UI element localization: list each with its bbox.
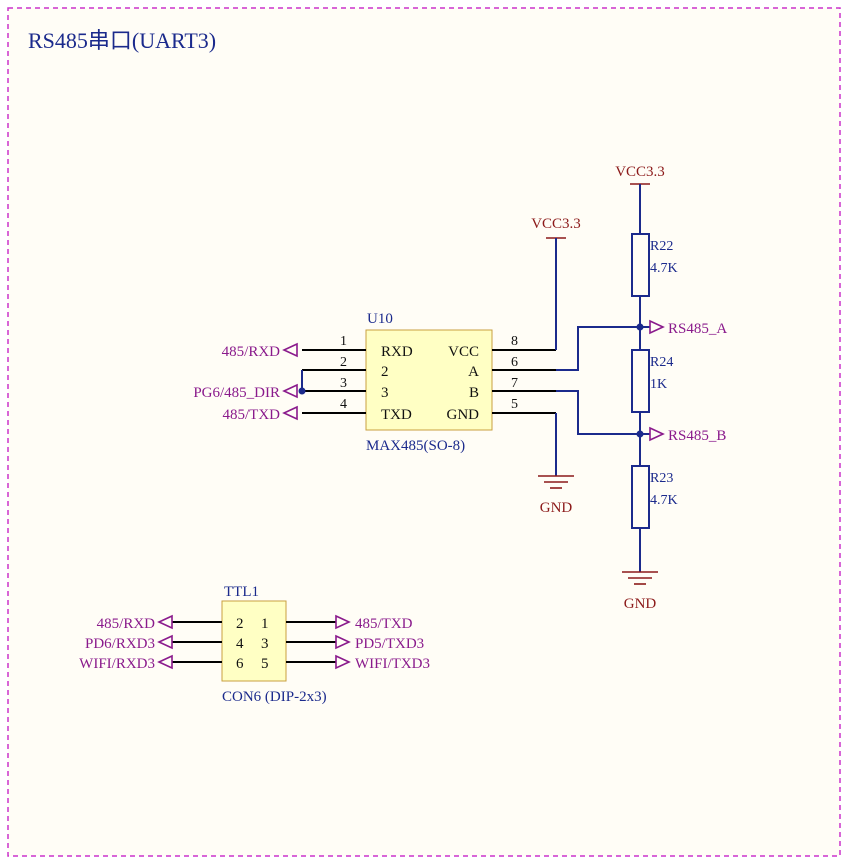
gnd-u10-symbol: GND <box>538 413 574 516</box>
junction-dot <box>298 387 306 395</box>
port-arrow <box>157 614 173 630</box>
u10-pin-name: GND <box>447 407 480 423</box>
ttl1-ref: TTL1 <box>224 584 259 600</box>
net-label: WIFI/RXD3 <box>79 656 155 672</box>
port-arrow <box>649 319 665 335</box>
u10-pin-name: VCC <box>448 344 479 360</box>
r22-ref: R22 <box>650 239 673 254</box>
r22-value: 4.7K <box>650 261 678 276</box>
ttl1-pin-num: 5 <box>261 656 269 672</box>
u10-pin-num: 1 <box>340 334 347 349</box>
u10-ref: U10 <box>367 311 393 327</box>
u10-pin-num: 4 <box>340 397 347 412</box>
port-arrow <box>335 654 351 670</box>
u10-pin-name: B <box>469 385 479 401</box>
net-label: PD6/RXD3 <box>85 636 155 652</box>
port-arrow <box>649 426 665 442</box>
net-label-pg6-485-dir: PG6/485_DIR <box>193 385 280 401</box>
ttl1-value: CON6 (DIP-2x3) <box>222 689 327 705</box>
u10-pin-name: RXD <box>381 344 413 360</box>
ttl1-body <box>221 600 287 682</box>
ttl1-pin-num: 6 <box>236 656 244 672</box>
u10-left-nets: 485/RXD PG6/485_DIR 485/TXD <box>193 342 306 423</box>
u10-value: MAX485(SO-8) <box>366 438 465 454</box>
u10-pin-name: 3 <box>381 385 389 401</box>
u10-pin-num: 6 <box>511 355 518 370</box>
port-arrow <box>335 614 351 630</box>
gnd-right-label: GND <box>624 596 657 612</box>
vcc-top-label: VCC3.3 <box>615 164 665 180</box>
gnd-u10-label: GND <box>540 500 573 516</box>
sheet-background <box>7 7 841 857</box>
wire-b <box>556 390 640 435</box>
ttl1-pin-num: 2 <box>236 616 244 632</box>
port-arrow <box>282 383 298 399</box>
u10-pin-name: A <box>468 364 479 380</box>
ttl1-pin-num: 1 <box>261 616 269 632</box>
port-arrow <box>157 634 173 650</box>
r23-value: 4.7K <box>650 493 678 508</box>
ttl1-nets: 485/RXD PD6/RXD3 WIFI/RXD3 485/TXD PD5/T… <box>79 614 430 672</box>
u10-pin-num: 8 <box>511 334 518 349</box>
u10-body <box>365 329 493 431</box>
net-label: WIFI/TXD3 <box>355 656 430 672</box>
u10-pin-name: 2 <box>381 364 389 380</box>
port-arrow <box>282 405 298 421</box>
r24-value: 1K <box>650 377 667 392</box>
net-label: PD5/TXD3 <box>355 636 424 652</box>
net-label-485-rxd: 485/RXD <box>222 344 281 360</box>
ttl1-component[interactable]: TTL1 CON6 (DIP-2x3) 2 1 4 3 6 5 <box>172 584 336 705</box>
page-title: RS485串口(UART3) <box>28 28 216 53</box>
bias-network: VCC3.3 R22 4.7K R24 1K R23 4.7K RS485_A … <box>615 164 727 612</box>
port-label-rs485-b: RS485_B <box>668 428 726 444</box>
r24-ref: R24 <box>650 355 673 370</box>
u10-pin-num: 2 <box>340 355 347 370</box>
u10-component[interactable]: U10 MAX485(SO-8) 1 2 3 4 RXD 2 3 TXD 8 6… <box>302 311 556 454</box>
port-label-rs485-a: RS485_A <box>668 321 727 337</box>
u10-pin-name: TXD <box>381 407 412 423</box>
r23-ref: R23 <box>650 471 673 486</box>
port-arrow <box>282 342 298 358</box>
net-label-485-txd: 485/TXD <box>223 407 281 423</box>
port-arrow <box>157 654 173 670</box>
ttl1-pin-num: 3 <box>261 636 269 652</box>
wire-a <box>556 326 640 371</box>
net-label: 485/TXD <box>355 616 413 632</box>
u10-pin-num: 3 <box>340 376 347 391</box>
vcc-u10-label: VCC3.3 <box>531 216 581 232</box>
port-arrow <box>335 634 351 650</box>
u10-pin-num: 5 <box>511 397 518 412</box>
u10-pin-num: 7 <box>511 376 518 391</box>
net-label: 485/RXD <box>97 616 156 632</box>
vcc-u10-symbol: VCC3.3 <box>531 216 581 350</box>
ttl1-pin-num: 4 <box>236 636 244 652</box>
